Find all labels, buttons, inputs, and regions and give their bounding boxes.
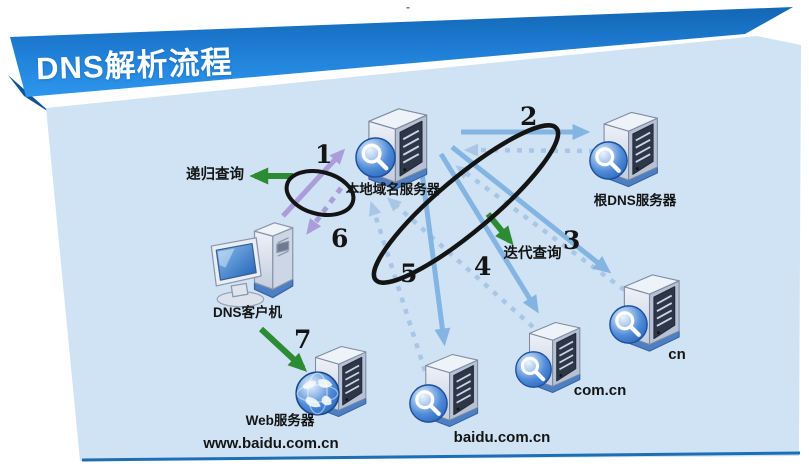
magnifier-badge-icon <box>514 350 553 389</box>
top-mark: - <box>406 0 410 14</box>
page-title: DNS解析流程 <box>35 44 234 87</box>
label-cn: cn <box>668 346 686 363</box>
magnifier-badge-icon <box>590 142 627 179</box>
arrow-query-baidu <box>417 156 451 347</box>
step-number-5: 5 <box>400 259 418 288</box>
magnifier-badge-icon <box>356 138 395 177</box>
arrow-client-response <box>306 186 344 235</box>
query-arrows <box>417 124 612 347</box>
step-number-1: 1 <box>315 140 333 169</box>
label-local-dns: 本地域名服务器 <box>345 182 441 197</box>
step-number-6: 6 <box>331 224 349 253</box>
step-number-2: 2 <box>520 102 538 131</box>
arrow-response-com-cn <box>386 197 535 329</box>
magnifier-badge-icon <box>610 306 647 343</box>
arrow-response-cn <box>455 165 636 299</box>
label-root-dns: 根DNS服务器 <box>593 193 677 208</box>
step-number-3: 3 <box>563 226 581 255</box>
label-dns-client: DNS客户机 <box>212 305 282 320</box>
recursive-highlight-ellipse <box>284 169 356 217</box>
step-number-7: 7 <box>294 325 312 354</box>
magnifier-badge-icon <box>410 385 447 422</box>
arrow-query-com-cn <box>438 152 539 314</box>
title-banner <box>8 7 793 114</box>
bottom-border-line <box>81 451 801 462</box>
arrow-response-root <box>463 143 595 157</box>
label-web-server: Web服务器 <box>245 413 315 428</box>
response-arrows <box>368 143 636 372</box>
label-www-baidu: www.baidu.com.cn <box>203 435 339 452</box>
label-recursive-query: 递归查询 <box>186 167 244 183</box>
label-com-cn: com.cn <box>573 382 627 399</box>
arrow-response-baidu <box>368 200 428 372</box>
arrow-web-access <box>258 326 308 372</box>
arrow-query-cn <box>450 145 612 274</box>
globe-badge-icon <box>295 371 340 416</box>
iterative-highlight-ellipse <box>371 123 561 285</box>
label-baidu: baidu.com.cn <box>453 429 551 446</box>
arrow-client-query <box>281 148 346 218</box>
label-iterative-query: 迭代查询 <box>503 246 562 262</box>
step-number-4: 4 <box>474 252 492 281</box>
